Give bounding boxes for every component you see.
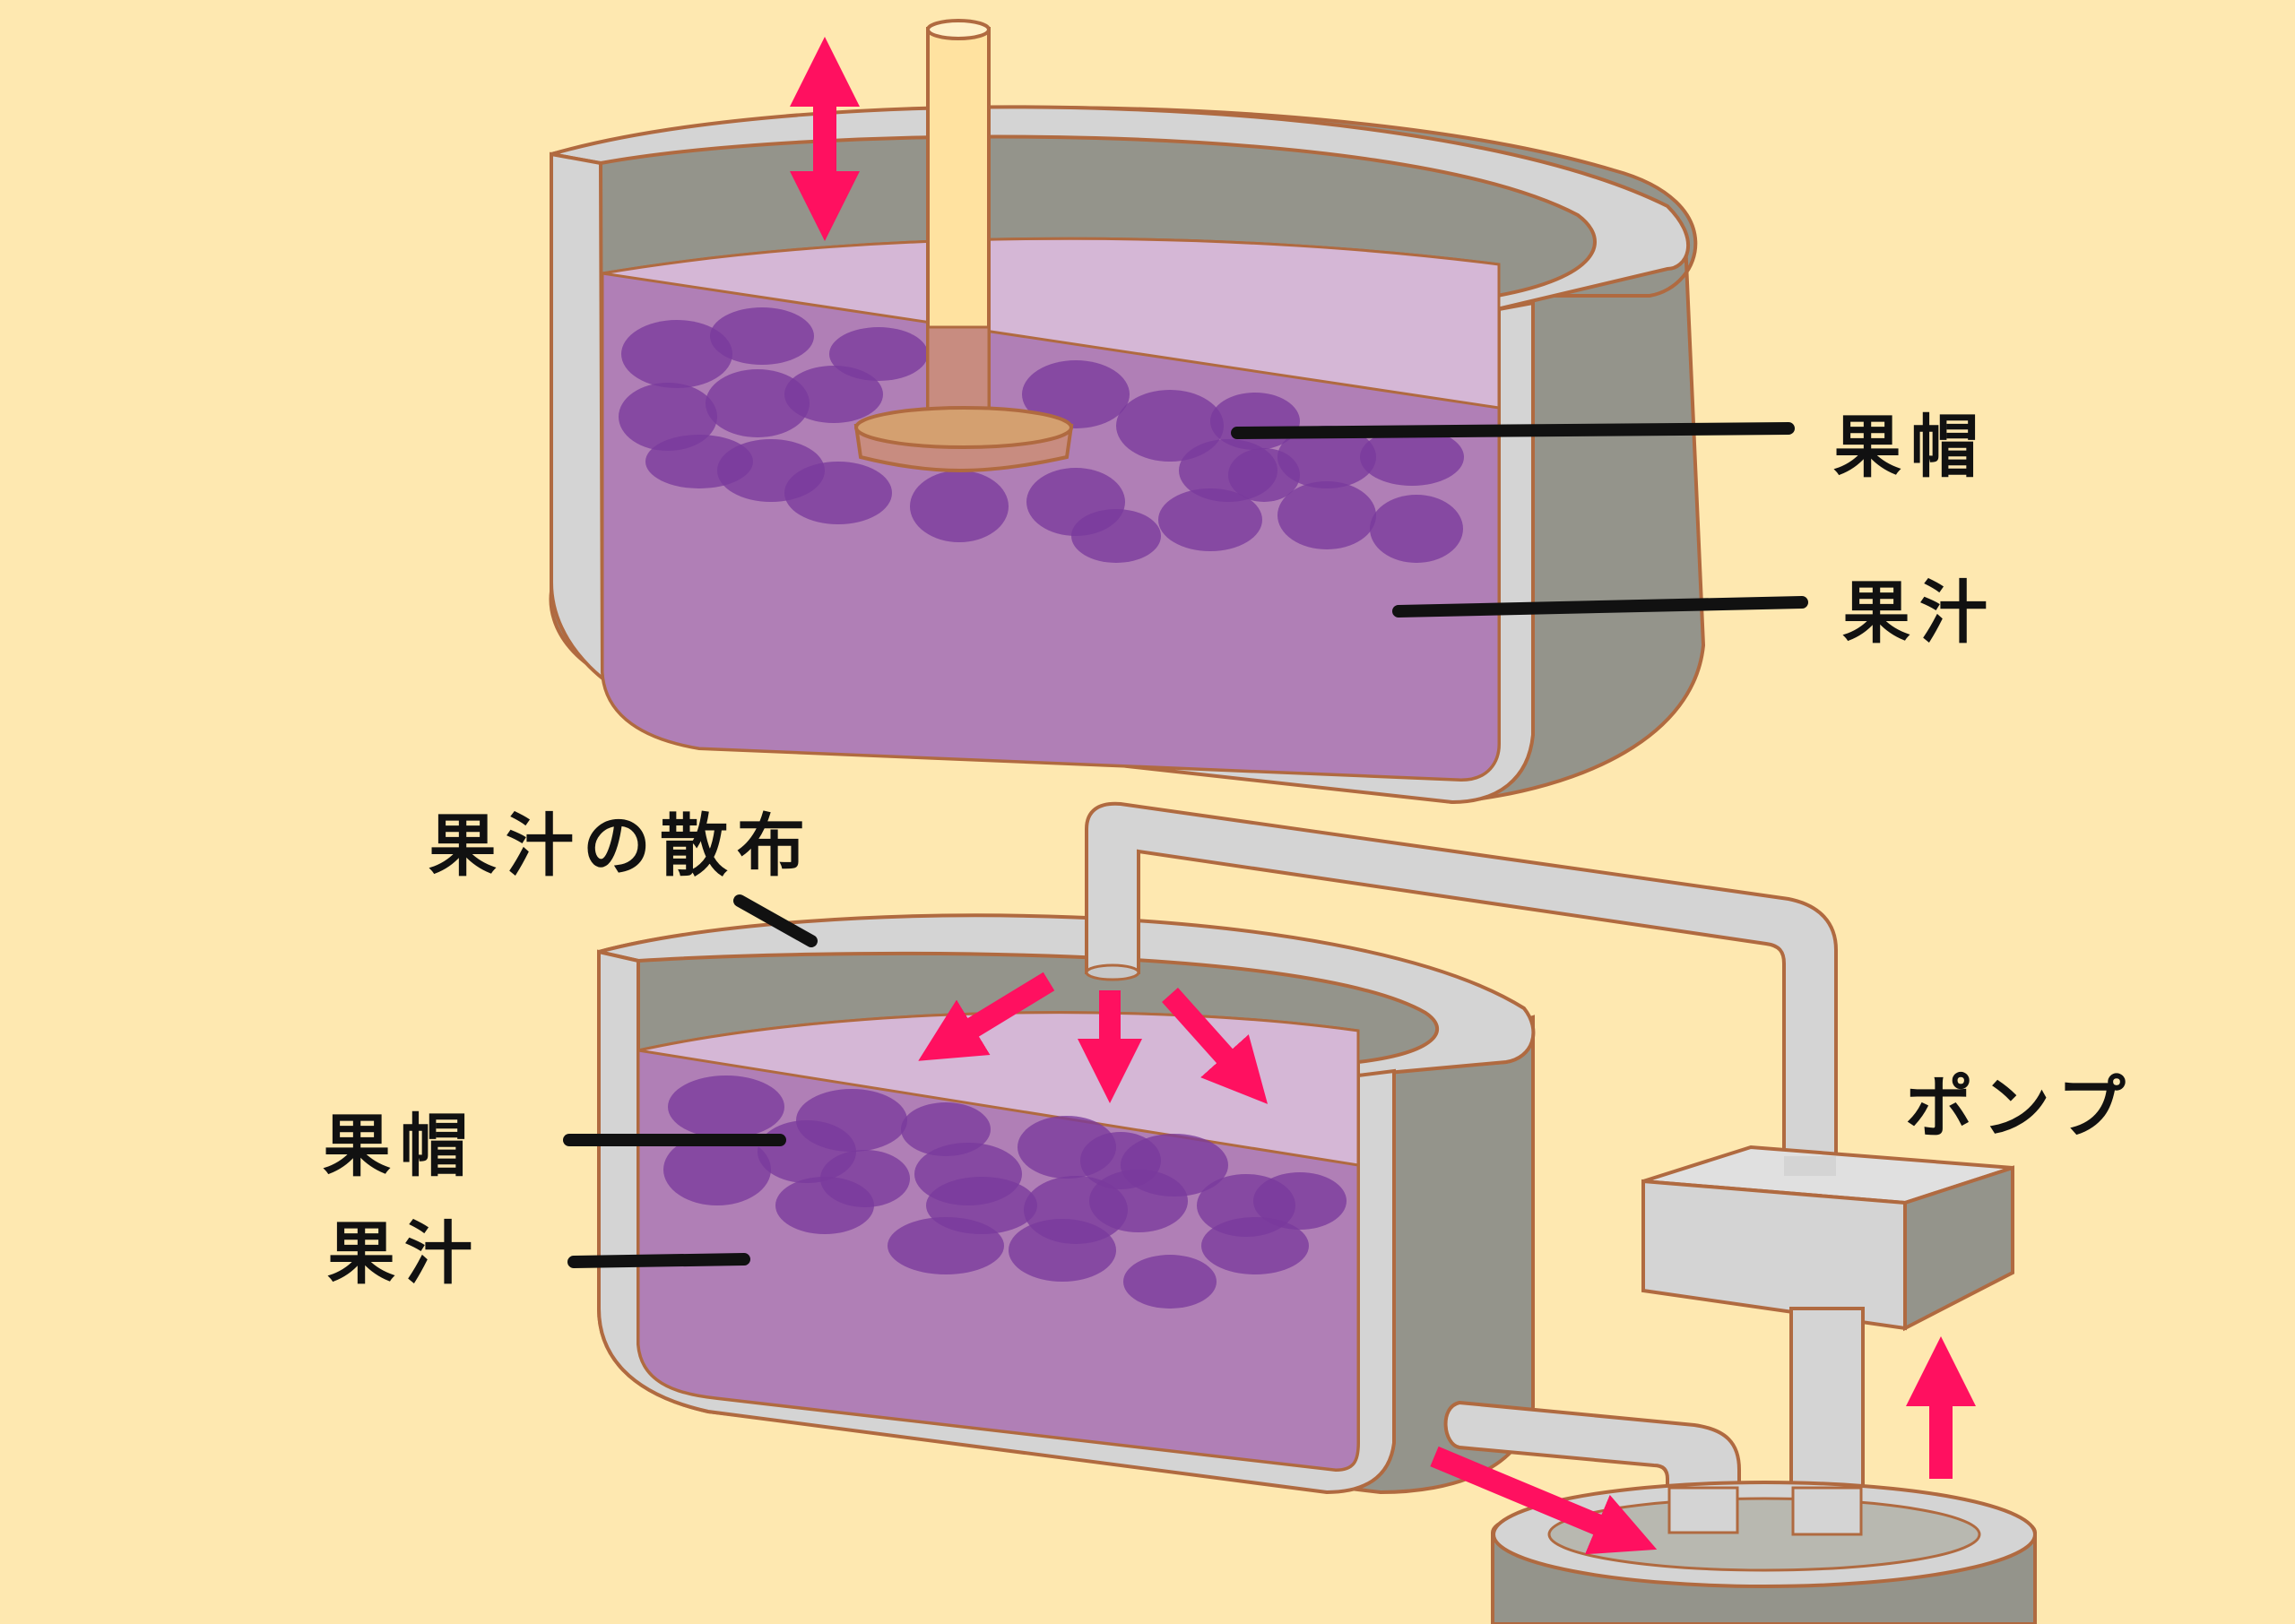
spray-arrow-right bbox=[1162, 987, 1269, 1104]
top-tank-juice-surface bbox=[602, 237, 1501, 410]
recirculation-system: ポンプ bbox=[1085, 801, 2135, 1624]
drain-flow-arrow bbox=[1430, 1446, 1658, 1555]
bottom-cap-label: 果帽 bbox=[323, 1106, 477, 1186]
supply-pipe bbox=[1085, 801, 1838, 1171]
bottom-tank-grape-cap bbox=[663, 1075, 1347, 1309]
bottom-tank: 果汁の散布 果帽 果汁 bbox=[323, 806, 1536, 1495]
top-cap-label: 果帽 bbox=[1833, 407, 1988, 487]
top-juice-leader-line bbox=[1392, 596, 1808, 618]
pump-box-side bbox=[1903, 1165, 2014, 1332]
spray-label: 果汁の散布 bbox=[429, 806, 814, 885]
bottom-tank-juice-surface bbox=[637, 1011, 1360, 1167]
plunger-rod-top bbox=[926, 19, 991, 40]
pump-label: ポンプ bbox=[1905, 1067, 2135, 1147]
top-juice-label: 果汁 bbox=[1842, 573, 1996, 652]
bottom-juice-label: 果汁 bbox=[327, 1214, 481, 1293]
top-tank: 果帽 果汁 bbox=[549, 19, 1996, 805]
top-cap-leader-line bbox=[1231, 422, 1795, 439]
plunger bbox=[853, 19, 1074, 472]
spray-arrow-left bbox=[918, 972, 1055, 1061]
drain-pipe bbox=[1443, 1400, 1741, 1530]
pump-box-front bbox=[1641, 1179, 1907, 1331]
top-tank-grape-cap bbox=[619, 307, 1464, 563]
spray-leader-line bbox=[733, 894, 818, 947]
spray-arrows bbox=[918, 972, 1269, 1104]
bottom-juice-leader-line bbox=[567, 1253, 750, 1268]
